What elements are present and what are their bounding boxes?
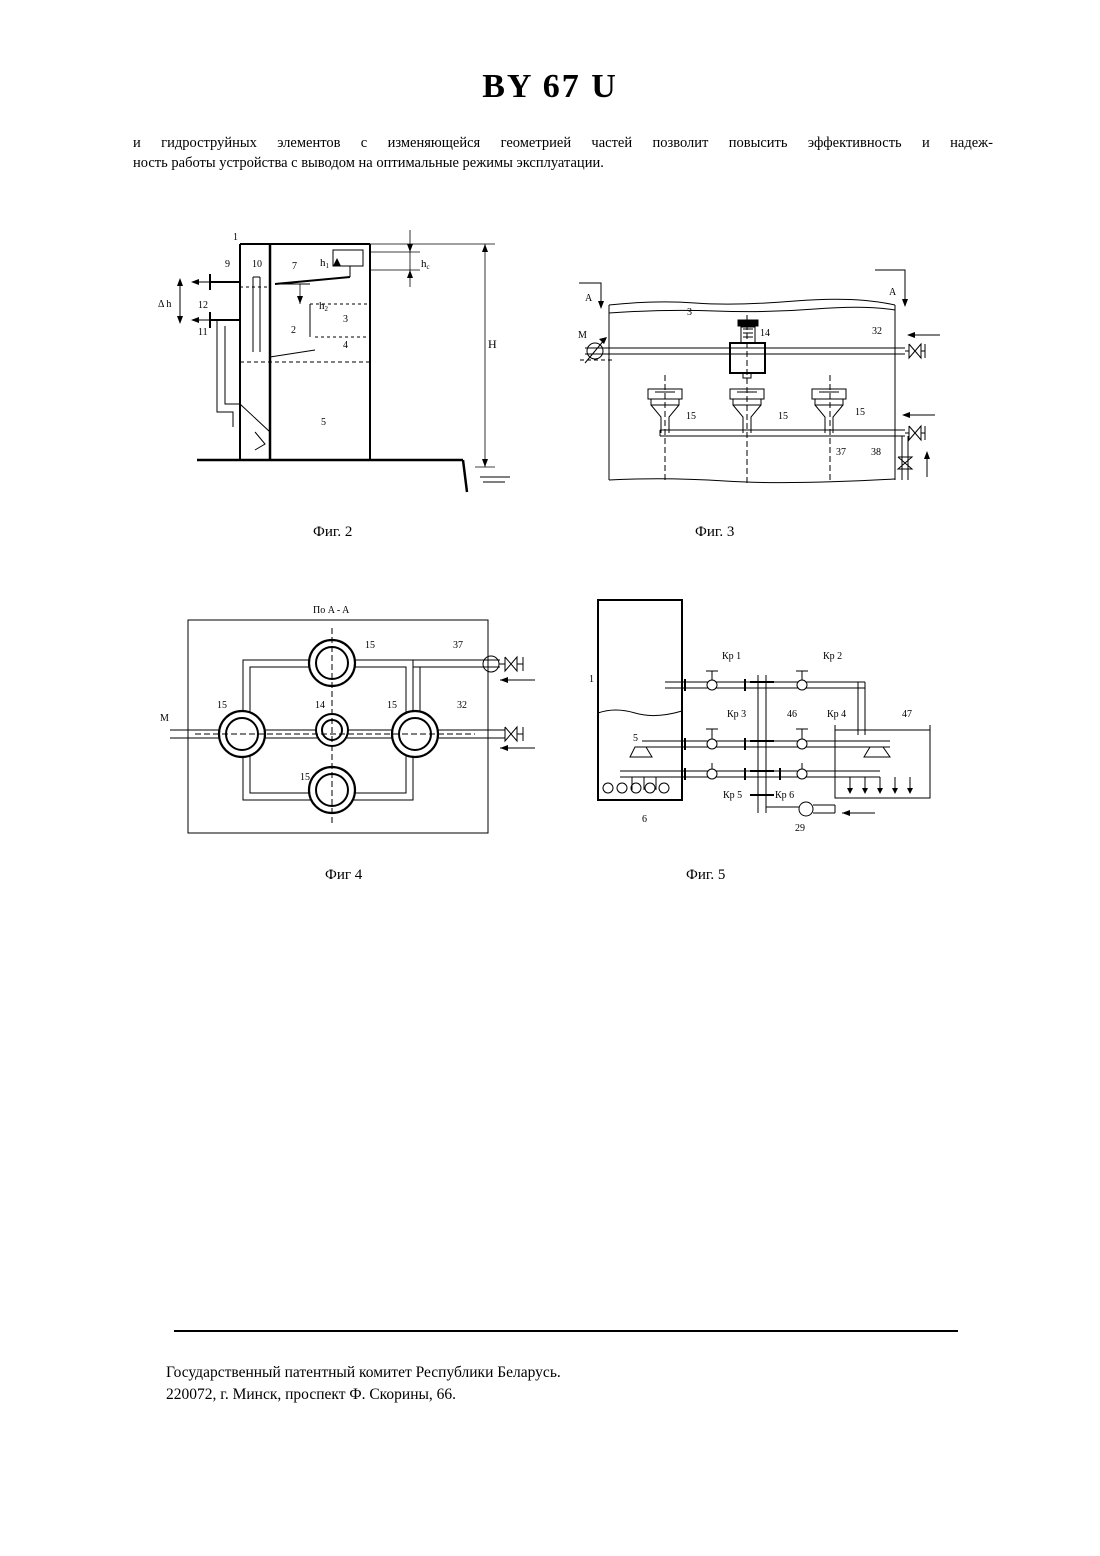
fig3-label-15a: 15 bbox=[686, 411, 696, 422]
figure-3-drawing: A A 3 M 14 32 15 15 15 37 38 bbox=[575, 265, 955, 495]
fig5-label-kp6: Кр 6 bbox=[775, 790, 794, 801]
fig2-label-h2: h2 bbox=[319, 300, 329, 313]
fig4-label-M: M bbox=[160, 713, 169, 724]
fig2-label-hc: hc bbox=[421, 258, 430, 271]
figure-4-caption: Фиг 4 bbox=[325, 867, 362, 884]
fig5-label-kp4: Кр 4 bbox=[827, 709, 846, 720]
body-line-1: и гидроструйных элементов с изменяющейся… bbox=[133, 133, 993, 153]
fig5-label-1: 1 bbox=[589, 674, 594, 685]
fig4-label-15top: 15 bbox=[365, 640, 375, 651]
fig5-label-kp1: Кр 1 bbox=[722, 651, 741, 662]
fig2-label-1: 1 bbox=[233, 232, 238, 243]
fig4-label-15bottom: 15 bbox=[300, 772, 310, 783]
fig3-label-A1: A bbox=[585, 293, 593, 304]
figure-2: 1 9 10 7 h1 hc h2 12 Δ h 11 3 2 4 5 H bbox=[155, 222, 515, 502]
fig2-label-dh: Δ h bbox=[158, 299, 171, 310]
fig3-label-32: 32 bbox=[872, 326, 882, 337]
footer: Государственный патентный комитет Респуб… bbox=[166, 1362, 561, 1406]
figure-4-drawing: По A - A 15 37 M 15 14 15 32 15 bbox=[155, 600, 545, 840]
fig4-label-32: 32 bbox=[457, 700, 467, 711]
figure-2-caption: Фиг. 2 bbox=[313, 524, 352, 541]
fig2-label-9: 9 bbox=[225, 259, 230, 270]
fig5-label-47: 47 bbox=[902, 709, 912, 720]
fig3-label-14: 14 bbox=[760, 328, 770, 339]
fig4-label-15right: 15 bbox=[387, 700, 397, 711]
figure-5-drawing: 1 Кр 1 Кр 2 Кр 3 46 Кр 4 47 5 Кр 5 Кр 6 … bbox=[580, 595, 940, 845]
fig2-label-11: 11 bbox=[198, 327, 208, 338]
figure-3-caption: Фиг. 3 bbox=[695, 524, 734, 541]
fig2-label-12: 12 bbox=[198, 300, 208, 311]
fig2-label-H: H bbox=[488, 337, 497, 351]
figure-4: По A - A 15 37 M 15 14 15 32 15 bbox=[155, 600, 545, 840]
body-line-2: ность работы устройства с выводом на опт… bbox=[133, 153, 993, 173]
fig2-label-2: 2 bbox=[291, 325, 296, 336]
fig3-label-3: 3 bbox=[687, 307, 692, 318]
fig4-label-15left: 15 bbox=[217, 700, 227, 711]
footer-line-2: 220072, г. Минск, проспект Ф. Скорины, 6… bbox=[166, 1384, 561, 1406]
fig5-label-kp5: Кр 5 bbox=[723, 790, 742, 801]
fig5-label-kp3: Кр 3 bbox=[727, 709, 746, 720]
fig2-label-4: 4 bbox=[343, 340, 348, 351]
figure-2-drawing: 1 9 10 7 h1 hc h2 12 Δ h 11 3 2 4 5 H bbox=[155, 222, 515, 502]
fig5-label-29: 29 bbox=[795, 823, 805, 834]
figure-5: 1 Кр 1 Кр 2 Кр 3 46 Кр 4 47 5 Кр 5 Кр 6 … bbox=[580, 595, 940, 845]
fig3-label-M: M bbox=[578, 330, 587, 341]
fig2-label-7: 7 bbox=[292, 261, 297, 272]
fig5-label-kp2: Кр 2 bbox=[823, 651, 842, 662]
footer-divider bbox=[174, 1330, 958, 1332]
fig4-label-37: 37 bbox=[453, 640, 463, 651]
fig3-label-15c: 15 bbox=[855, 407, 865, 418]
fig4-label-section: По A - A bbox=[313, 605, 350, 616]
fig2-label-10: 10 bbox=[252, 259, 262, 270]
fig5-label-46: 46 bbox=[787, 709, 797, 720]
fig5-label-6: 6 bbox=[642, 814, 647, 825]
fig3-label-15b: 15 bbox=[778, 411, 788, 422]
figure-3: A A 3 M 14 32 15 15 15 37 38 bbox=[575, 265, 955, 495]
fig2-label-h1: h1 bbox=[320, 257, 330, 270]
fig3-label-37: 37 bbox=[836, 447, 846, 458]
fig2-label-5: 5 bbox=[321, 417, 326, 428]
body-paragraph: и гидроструйных элементов с изменяющейся… bbox=[133, 133, 993, 173]
fig3-label-A2: A bbox=[889, 287, 897, 298]
fig2-label-3: 3 bbox=[343, 314, 348, 325]
figure-5-caption: Фиг. 5 bbox=[686, 867, 725, 884]
fig4-label-14: 14 bbox=[315, 700, 325, 711]
footer-line-1: Государственный патентный комитет Респуб… bbox=[166, 1362, 561, 1384]
document-title: BY 67 U bbox=[0, 68, 1100, 106]
fig3-label-38: 38 bbox=[871, 447, 881, 458]
fig5-label-5: 5 bbox=[633, 733, 638, 744]
